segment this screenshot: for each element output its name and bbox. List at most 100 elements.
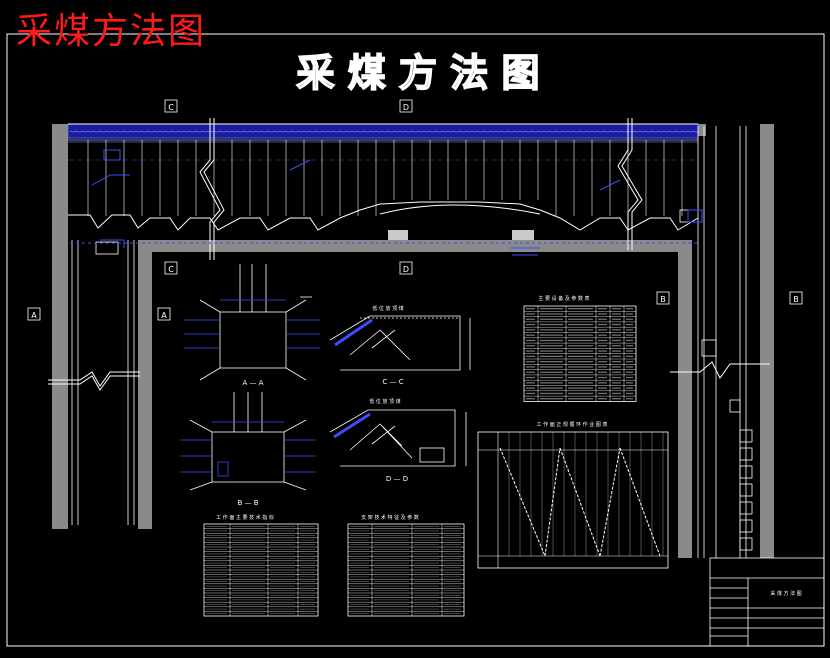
table-cell-fill <box>526 323 535 326</box>
table-cell-fill <box>350 562 369 564</box>
cycle-chart <box>477 431 669 569</box>
table-cell-fill <box>526 382 535 384</box>
table-cell-fill <box>612 382 621 384</box>
table-cell-fill <box>206 567 227 568</box>
table-cell-fill <box>206 544 227 545</box>
table-cell-fill <box>270 608 295 610</box>
table-cell-fill <box>526 350 535 352</box>
table-cell-fill <box>232 562 265 564</box>
table-cell-fill <box>374 613 409 614</box>
table-cell-fill <box>300 585 315 587</box>
table-cell-fill <box>444 530 461 532</box>
table-cell-fill <box>350 535 369 536</box>
table-cell-fill <box>350 576 369 578</box>
table-cell-fill <box>598 387 607 389</box>
shaft-block <box>739 519 753 533</box>
table-cell-fill <box>414 585 439 587</box>
roadway-frame <box>52 124 774 558</box>
table-cell-fill <box>540 382 563 384</box>
section-cc-label: C — C <box>382 378 403 386</box>
table-cell-fill <box>444 526 461 527</box>
table-cell-fill <box>232 604 265 605</box>
table-cell-fill <box>568 361 593 363</box>
table-cell-fill <box>270 553 295 555</box>
table-cell-fill <box>626 361 633 363</box>
table-cell-fill <box>206 539 227 541</box>
support-parameter-table <box>347 523 465 617</box>
table-cell-fill <box>626 313 633 315</box>
table-cell-fill <box>540 366 563 368</box>
section-dd-label: D — D <box>386 475 408 483</box>
table-cell-fill <box>444 585 461 587</box>
table-cell-fill <box>270 535 295 536</box>
table-cell-fill <box>270 585 295 587</box>
table-cell-fill <box>540 345 563 347</box>
table-cell-fill <box>232 581 265 582</box>
table-cell-fill <box>350 608 369 610</box>
table-cell-fill <box>374 558 409 559</box>
table-cell-fill <box>526 355 535 357</box>
marker-b-outer: B <box>793 295 799 304</box>
table-cell-fill <box>526 361 535 363</box>
table-cell-fill <box>206 549 227 550</box>
marker-b-inner-box <box>656 291 670 305</box>
table-cell-fill <box>626 318 633 320</box>
section-bb-drawing <box>180 392 316 491</box>
table-cell-fill <box>206 581 227 582</box>
table-cell-fill <box>540 387 563 389</box>
table-cell-fill <box>232 530 265 532</box>
table-cell-fill <box>626 334 633 336</box>
table-cell-fill <box>300 581 315 582</box>
table-cell-fill <box>568 382 593 384</box>
face-indicator-table <box>203 523 319 617</box>
table-cell-fill <box>598 329 607 331</box>
chart-cycle-line <box>619 447 661 557</box>
table-cell-fill <box>206 608 227 610</box>
table-cell-fill <box>270 530 295 532</box>
chart-cycle-line <box>544 447 561 557</box>
shaft-block <box>739 501 753 515</box>
table-cell-fill <box>270 595 295 596</box>
table-cell-fill <box>444 608 461 610</box>
shaft-block <box>739 465 753 479</box>
section-cc-caption: 低 位 放 顶 煤 <box>372 305 403 312</box>
table-cell-fill <box>526 339 535 342</box>
marker-a-inner-box <box>157 307 171 321</box>
table-cell-fill <box>414 558 439 559</box>
table-cell-fill <box>374 544 409 545</box>
table-cell-fill <box>414 604 439 605</box>
table-cell-fill <box>414 599 439 601</box>
table-cell-fill <box>526 334 535 336</box>
marker-b-inner: B <box>660 295 666 304</box>
table-cell-fill <box>300 599 315 601</box>
equipment-table-title: 主 要 设 备 及 参 数 表 <box>538 295 589 302</box>
table-cell-fill <box>300 535 315 536</box>
table-cell-fill <box>626 345 633 347</box>
table-cell-fill <box>270 604 295 605</box>
table-cell-fill <box>540 318 563 320</box>
table-cell-fill <box>626 308 633 310</box>
table-cell-fill <box>232 572 265 573</box>
table-cell-fill <box>270 613 295 614</box>
section-aa-label: A — A <box>242 379 263 387</box>
table-cell-fill <box>598 371 607 373</box>
table-cell-fill <box>626 323 633 326</box>
table-cell-fill <box>350 572 369 573</box>
table-cell-fill <box>374 572 409 573</box>
table-cell-fill <box>350 567 369 568</box>
table-cell-fill <box>526 398 535 400</box>
table-cell-fill <box>444 572 461 573</box>
table-cell-fill <box>414 572 439 573</box>
table-cell-fill <box>444 576 461 578</box>
table-cell-fill <box>374 608 409 610</box>
table-cell-fill <box>270 599 295 601</box>
table-cell-fill <box>568 371 593 373</box>
table-cell-fill <box>232 599 265 601</box>
table-cell-fill <box>350 613 369 614</box>
table-cell-fill <box>612 329 621 331</box>
marker-a-outer: A <box>31 311 37 320</box>
table-cell-fill <box>444 539 461 541</box>
table-cell-fill <box>444 599 461 601</box>
table-cell-fill <box>540 376 563 379</box>
table-cell-fill <box>374 530 409 532</box>
